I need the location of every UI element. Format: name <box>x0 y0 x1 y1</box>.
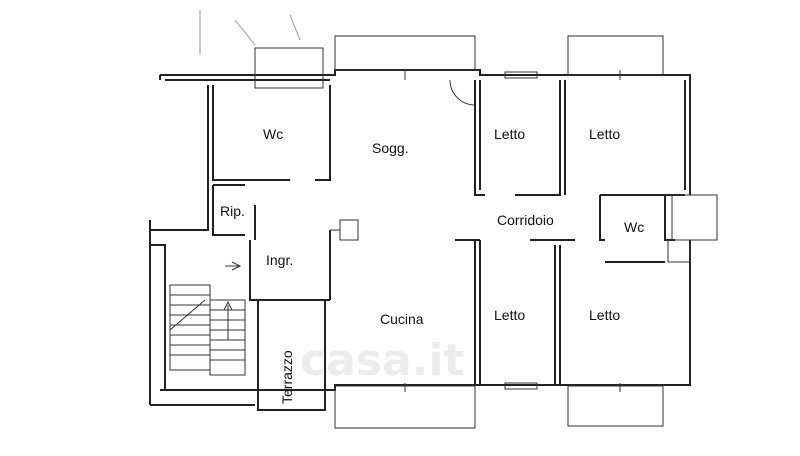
room-label-corridoio: Corridoio <box>497 212 554 228</box>
room-label-ingresso: Ingr. <box>266 252 293 268</box>
interior-walls-center <box>404 70 718 392</box>
outer-walls <box>159 35 691 429</box>
room-label-cucina: Cucina <box>380 311 424 327</box>
room-label-wc-left: Wc <box>263 126 283 142</box>
room-label-ripostiglio: Rip. <box>220 203 245 219</box>
room-label-terrazzo: Terrazzo <box>279 350 295 404</box>
room-label-letto-bottom-2: Letto <box>589 307 620 323</box>
room-label-letto-top-1: Letto <box>494 126 525 142</box>
watermark: casa.it <box>300 335 464 386</box>
faint-sketch-lines <box>199 10 301 55</box>
room-label-letto-top-2: Letto <box>589 126 620 142</box>
stairwell <box>149 85 255 406</box>
room-labels: Wc Sogg. Letto Letto Rip. Corridoio Wc I… <box>220 126 644 404</box>
interior-walls-left <box>212 85 359 411</box>
room-label-soggiorno: Sogg. <box>372 140 409 156</box>
room-label-wc-right: Wc <box>624 219 644 235</box>
room-label-letto-bottom-1: Letto <box>494 307 525 323</box>
